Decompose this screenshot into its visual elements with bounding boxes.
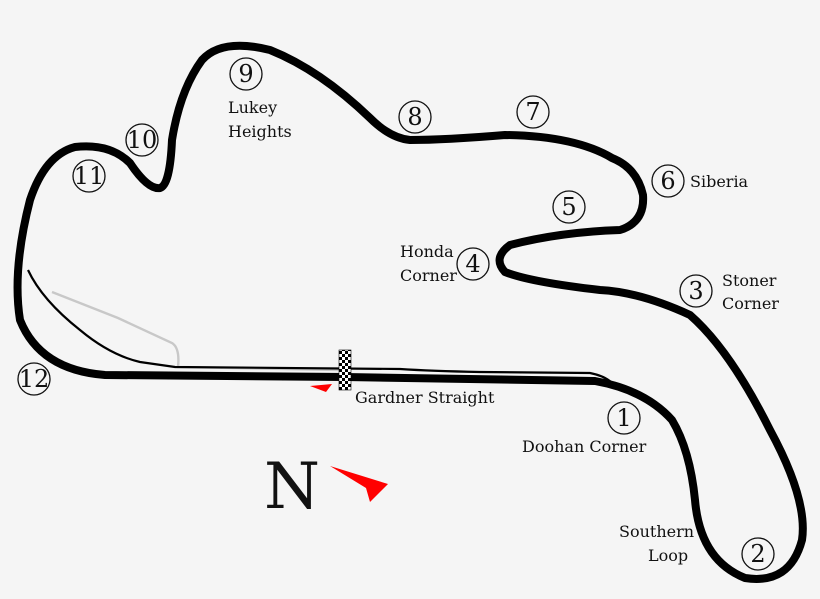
- svg-text:11: 11: [74, 162, 105, 190]
- svg-text:6: 6: [660, 167, 675, 195]
- svg-text:2: 2: [750, 540, 765, 568]
- corner-9-name-line1: Lukey: [228, 98, 277, 117]
- corner-11: 11: [72, 159, 106, 193]
- corner-4-name-line2: Corner: [400, 266, 457, 285]
- direction-arrow-icon: [310, 384, 332, 392]
- corner-3: 3: [679, 274, 713, 308]
- track-outline: [13, 41, 807, 583]
- svg-text:10: 10: [127, 126, 158, 154]
- corner-4: 4: [456, 247, 490, 281]
- pit-entry-line: [27, 269, 613, 384]
- north-arrow-icon: [330, 466, 388, 502]
- svg-text:1: 1: [616, 404, 631, 432]
- svg-text:12: 12: [19, 365, 50, 393]
- corner-9: 9: [229, 57, 263, 91]
- corner-10: 10: [125, 123, 159, 157]
- north-label: N: [264, 450, 320, 524]
- corner-12: 12: [17, 362, 51, 396]
- corner-9-name-line2: Heights: [228, 122, 292, 141]
- corner-6: 6: [651, 164, 685, 198]
- corner-5: 5: [552, 190, 586, 224]
- corner-3-name-line2: Corner: [722, 294, 779, 313]
- corner-7: 7: [516, 95, 550, 129]
- svg-text:3: 3: [688, 277, 703, 305]
- svg-text:5: 5: [561, 193, 576, 221]
- svg-text:8: 8: [407, 103, 422, 131]
- corner-8: 8: [398, 100, 432, 134]
- corner-6-name: Siberia: [690, 172, 749, 191]
- corner-4-name-line1: Honda: [400, 242, 454, 261]
- svg-text:4: 4: [465, 250, 480, 278]
- corner-2-name-line1: Southern: [619, 522, 694, 541]
- start-finish-label: Gardner Straight: [355, 388, 495, 407]
- corner-1-name: Doohan Corner: [522, 437, 647, 456]
- corner-1: 1: [607, 401, 641, 435]
- pit-lane: [51, 290, 341, 372]
- svg-text:9: 9: [238, 60, 253, 88]
- checkered-flag-icon: [338, 349, 352, 391]
- corner-2-name-line2: Loop: [648, 546, 688, 565]
- svg-text:7: 7: [525, 98, 540, 126]
- corner-3-name-line1: Stoner: [722, 271, 777, 290]
- corner-2: 2: [741, 537, 775, 571]
